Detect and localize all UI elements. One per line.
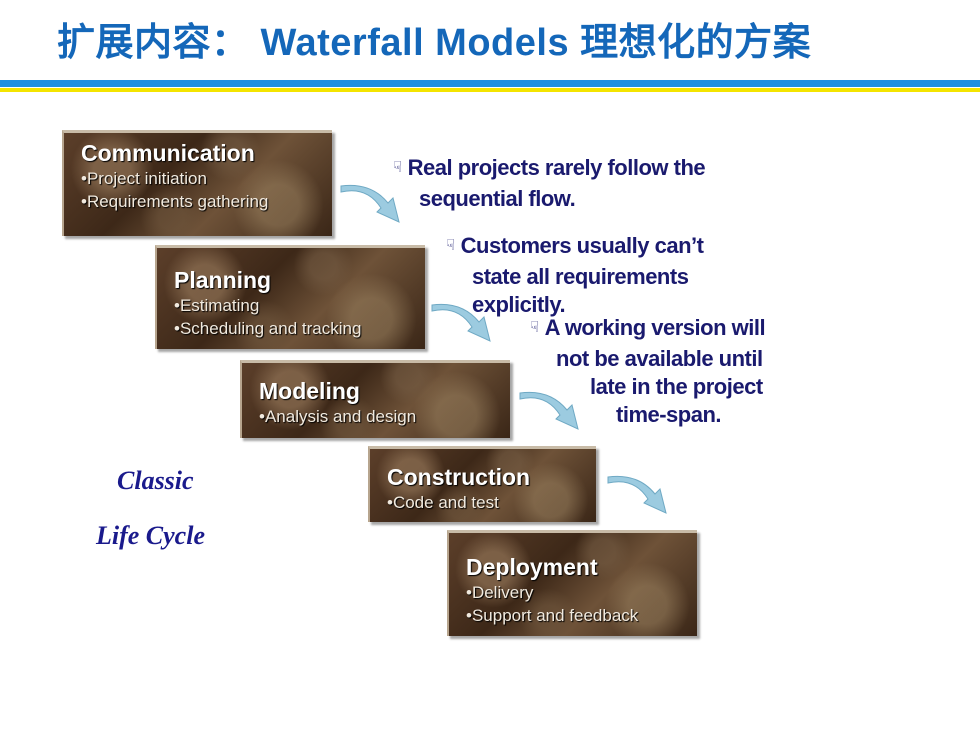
pointing-hand-icon: ☟ <box>530 319 539 336</box>
curved-arrow-icon <box>607 475 667 514</box>
stage-construction: Construction Code and test <box>368 446 596 522</box>
note-working-version: ☟ A working version will not be available… <box>530 314 766 429</box>
note-real-projects: ☟ Real projects rarely follow the sequent… <box>393 154 706 213</box>
stage-item: Requirements gathering <box>81 190 320 213</box>
stage-item: Delivery <box>466 581 685 604</box>
note-line: late in the project <box>590 374 763 399</box>
stage-modeling: Modeling Analysis and design <box>240 360 510 438</box>
stage-item: Analysis and design <box>259 405 498 428</box>
note-line: explicitly. <box>472 292 566 317</box>
stage-title: Construction <box>387 464 531 490</box>
note-line: Real projects rarely follow the <box>407 155 706 180</box>
curved-arrow-icon <box>519 391 579 430</box>
stage-communication: Communication Project initiation Require… <box>62 130 332 236</box>
page-title: 扩展内容： Waterfall Models 理想化的方案 <box>57 22 812 64</box>
stage-item: Code and test <box>387 491 584 514</box>
stage-title: Deployment <box>466 554 598 580</box>
pointing-hand-icon: ☟ <box>446 237 455 254</box>
stage-item: Estimating <box>174 294 413 317</box>
curved-arrow-icon <box>431 303 491 342</box>
header-rule-yellow <box>0 88 980 92</box>
classic-label: Classic <box>117 466 194 495</box>
life-cycle-label: Life Cycle <box>96 521 205 550</box>
stage-item: Scheduling and tracking <box>174 317 413 340</box>
stage-deployment: Deployment Delivery Support and feedback <box>447 530 697 636</box>
pointing-hand-icon: ☟ <box>393 159 402 176</box>
note-line: time-span. <box>616 402 722 427</box>
stage-item: Support and feedback <box>466 604 685 627</box>
stage-title: Communication <box>81 140 255 166</box>
stage-item: Project initiation <box>81 167 320 190</box>
note-line: Customers usually can’t <box>460 233 704 258</box>
note-line: not be available until <box>556 346 763 371</box>
note-line: A working version will <box>544 315 766 340</box>
stage-title: Planning <box>174 267 272 293</box>
note-line: state all requirements <box>472 264 689 289</box>
note-line: sequential flow. <box>419 186 576 211</box>
header-rule-blue <box>0 80 980 87</box>
stage-planning: Planning Estimating Scheduling and track… <box>155 245 425 349</box>
stage-title: Modeling <box>259 378 360 404</box>
note-customers: ☟ Customers usually can’t state all requi… <box>446 232 704 319</box>
curved-arrow-icon <box>340 184 400 223</box>
